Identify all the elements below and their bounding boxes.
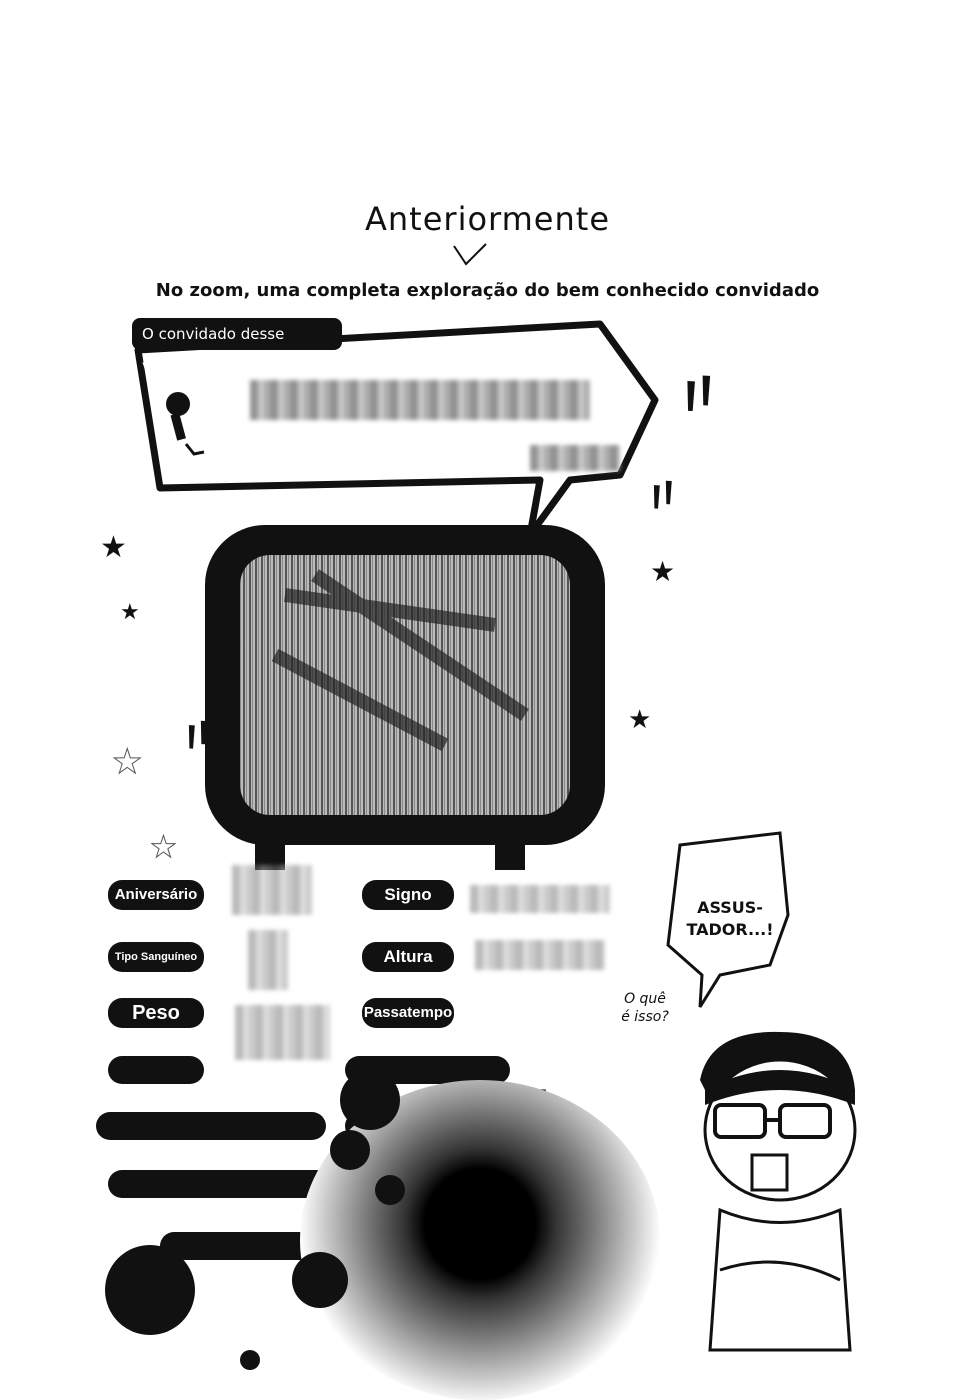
shout-text: ASSUS- TADOR...! bbox=[680, 897, 780, 941]
star-icon: ★ bbox=[628, 705, 652, 735]
star-outline-icon: ★ bbox=[150, 830, 178, 866]
height-label: Altura bbox=[362, 942, 454, 972]
blood-type-label: Tipo Sanguíneo bbox=[108, 942, 204, 972]
page-title: Anteriormente bbox=[365, 200, 610, 238]
shout-line-1: ASSUS- bbox=[697, 898, 763, 917]
star-outline-icon: ★ bbox=[111, 742, 143, 783]
question-line-2: é isso? bbox=[621, 1009, 669, 1025]
check-mark-icon bbox=[453, 243, 487, 266]
guest-speech-bubble bbox=[134, 320, 659, 539]
star-icon: ★ bbox=[650, 555, 676, 588]
glasses-man-character bbox=[700, 1031, 857, 1352]
star-icon: ★ bbox=[120, 600, 140, 625]
microphone-icon bbox=[166, 392, 205, 456]
scribbled-label-bar bbox=[108, 1056, 204, 1084]
birthday-label: Aniversário bbox=[108, 880, 204, 910]
shout-line-2: TADOR...! bbox=[686, 920, 774, 939]
page-subtitle: No zoom, uma completa exploração do bem … bbox=[155, 280, 820, 301]
scribbled-label-bar bbox=[96, 1112, 326, 1140]
weight-label: Peso bbox=[108, 998, 204, 1028]
question-line-1: O quê bbox=[624, 991, 666, 1007]
shout-speech-bubble bbox=[666, 831, 790, 1008]
hobby-label: Passatempo bbox=[362, 998, 454, 1028]
censored-weight-value bbox=[235, 1005, 330, 1060]
ink-splatter bbox=[105, 1070, 405, 1370]
censored-guest-name bbox=[250, 380, 590, 420]
censored-blood-type-value bbox=[248, 930, 288, 990]
star-icon: ★ bbox=[100, 530, 127, 565]
tv-set bbox=[205, 525, 605, 870]
censored-height-value bbox=[475, 940, 605, 970]
censored-sign-value bbox=[470, 885, 610, 913]
censored-birthday-value bbox=[232, 865, 312, 915]
sign-label: Signo bbox=[362, 880, 454, 910]
scribbled-label-bar bbox=[108, 1170, 338, 1198]
censored-honorific bbox=[530, 445, 620, 471]
guest-tag: O convidado desse volume é bbox=[132, 318, 342, 375]
question-text: O quê é isso? bbox=[615, 990, 675, 1026]
